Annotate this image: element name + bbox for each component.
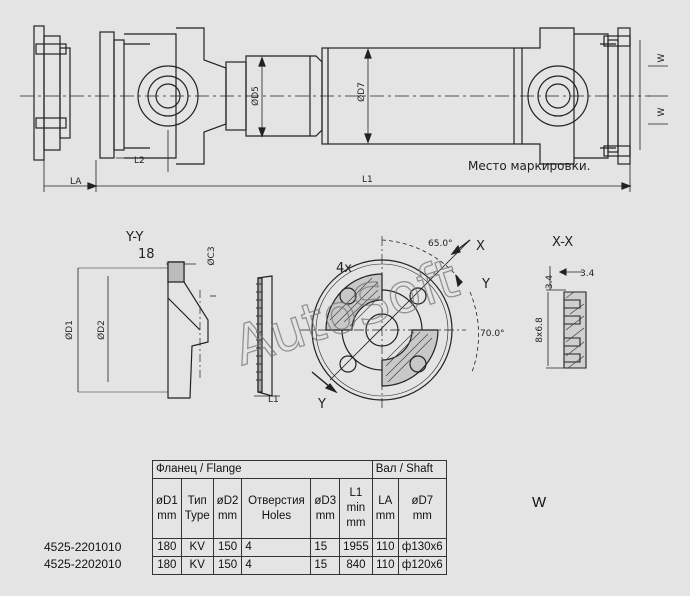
marking-location-label: Место маркировки. (468, 159, 590, 173)
dim-l2: L2 (134, 156, 145, 166)
table-group-header: Фланец / Flange Вал / Shaft (152, 460, 447, 479)
cell: 4 (241, 556, 312, 575)
cell: 150 (212, 538, 243, 557)
shaft-top-view (20, 25, 668, 192)
cut-x-label: X (476, 239, 485, 254)
cell: 180 (152, 556, 182, 575)
dim-la: LA (70, 177, 82, 187)
section-xx-title: X-X (552, 235, 573, 250)
dim-l1: L1 (362, 175, 373, 185)
dim-d7: ØD7 (356, 82, 367, 102)
table-row: 180 KV 150 4 15 1955 110 ф130x6 (152, 538, 447, 557)
dim-3-4-b: 3.4 (545, 275, 555, 290)
section-xx-hatching (565, 291, 585, 369)
holes-count-label: 4x (336, 261, 352, 276)
cell: ф130x6 (397, 538, 447, 557)
dim-w-bottom: W (657, 107, 667, 116)
flange-hatching (329, 277, 433, 383)
dim-8x6-8: 8x6.8 (535, 317, 545, 343)
cell: KV (180, 538, 214, 557)
dim-3-4-a: 3.4 (580, 269, 595, 279)
dim-18: 18 (138, 247, 155, 262)
cell: 1955 (339, 538, 373, 557)
part-number-2: 4525-2202010 (44, 557, 122, 571)
shaft-header: Вал / Shaft (371, 460, 447, 479)
cell: 110 (371, 538, 399, 557)
cell: 150 (212, 556, 243, 575)
dim-w-top: W (657, 53, 667, 62)
flange-disk-teeth (256, 283, 262, 381)
section-xx-drawing (546, 266, 587, 369)
angle-top: 65.0° (428, 239, 453, 249)
cell: 4 (241, 538, 312, 557)
table-row: 180 KV 150 4 15 840 110 ф120x6 (152, 556, 447, 575)
flange-header: Фланец / Flange (152, 460, 373, 479)
cut-y-label-top: Y (481, 277, 490, 292)
w-column-label: W (532, 494, 547, 511)
cell: 840 (339, 556, 373, 575)
cell: 180 (152, 538, 182, 557)
dim-d5: ØD5 (250, 86, 261, 106)
cell: 110 (371, 556, 399, 575)
dim-c3: ØC3 (206, 246, 217, 265)
cell: ф120x6 (397, 556, 447, 575)
dim-d2: ØD2 (96, 320, 107, 340)
cell: 15 (310, 556, 341, 575)
cut-y-label-bottom: Y (317, 397, 326, 412)
dim-d1: ØD1 (64, 320, 75, 340)
part-number-1: 4525-2201010 (44, 540, 122, 554)
section-yy-title: Y-Y (125, 230, 144, 245)
dim-l1-section: L1 (268, 395, 279, 405)
cell: KV (180, 556, 214, 575)
flange-face-view (300, 236, 479, 410)
angle-right: 70.0° (480, 329, 505, 339)
cell: 15 (310, 538, 341, 557)
